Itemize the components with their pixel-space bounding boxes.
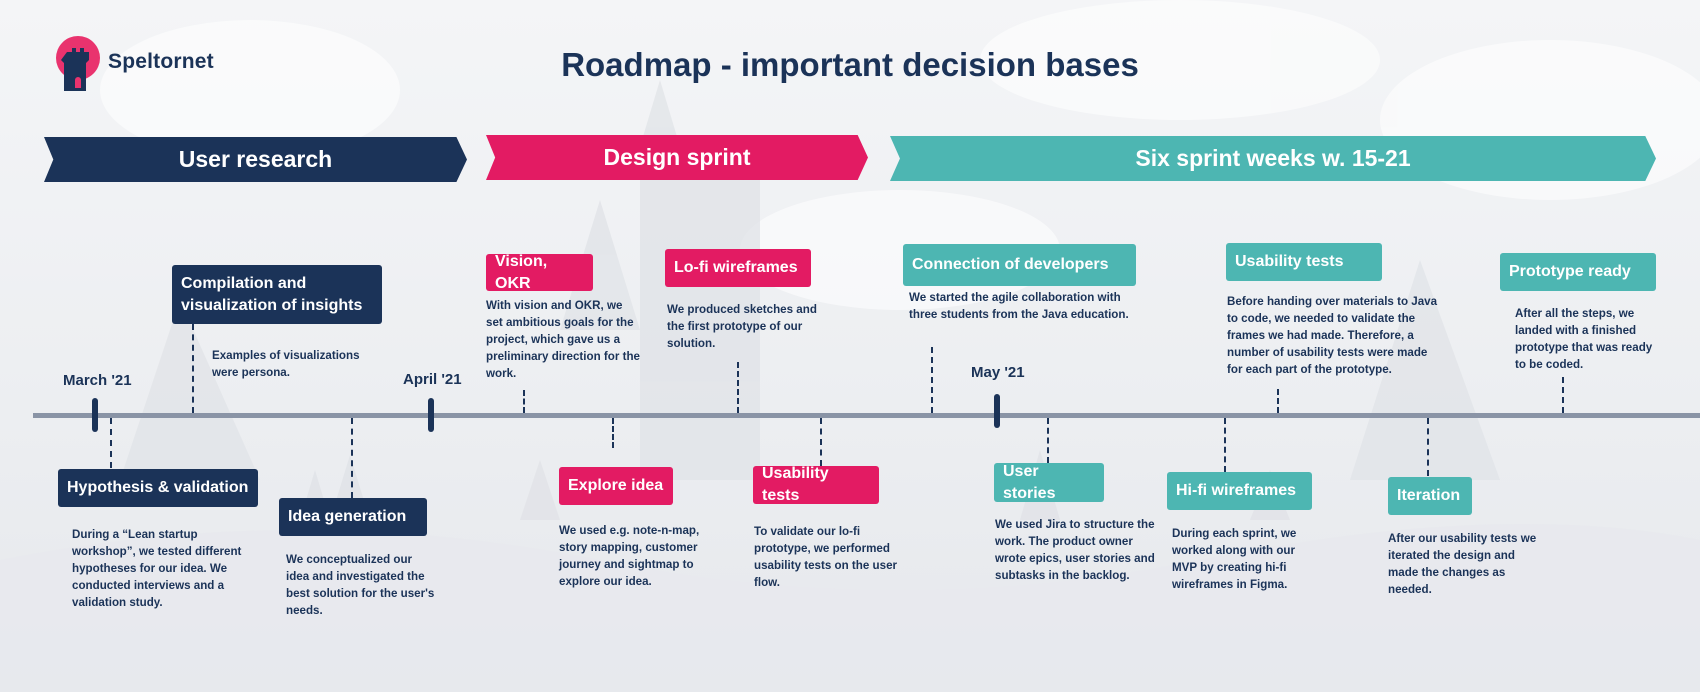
month-may: May '21 (971, 364, 1025, 381)
desc-explore: We used e.g. note-n-map, story mapping, … (559, 524, 700, 588)
desc-prototype: After all the steps, we landed with a fi… (1515, 307, 1653, 371)
connector-usability1 (820, 418, 822, 466)
tick-may (994, 394, 1000, 428)
label-hypothesis: Hypothesis & validation (58, 469, 258, 507)
phase-design-sprint: Design sprint (486, 135, 868, 180)
connector-lofi (737, 362, 739, 413)
desc-idea-generation: We conceptualized our idea and investiga… (286, 553, 435, 617)
label-explore: Explore idea (559, 467, 673, 505)
label-user-stories: User stories (994, 463, 1104, 502)
connector-vision (523, 390, 525, 413)
month-april: April '21 (403, 371, 462, 388)
connector-idea-generation (351, 418, 353, 498)
tick-march (92, 398, 98, 432)
month-march: March '21 (63, 372, 132, 389)
label-vision: Vision, OKR (486, 253, 593, 292)
label-usability1: Usability tests (753, 465, 879, 504)
desc-compilation: Examples of visualizations were persona. (212, 349, 360, 379)
label-prototype: Prototype ready (1500, 253, 1656, 291)
connector-prototype (1562, 377, 1564, 413)
desc-lofi: We produced sketches and the first proto… (667, 303, 817, 350)
timeline-axis (33, 413, 1700, 418)
desc-usability1: To validate our lo-fi prototype, we perf… (754, 525, 898, 589)
label-usability2: Usability tests (1226, 243, 1382, 281)
phase-six-sprint-weeks: Six sprint weeks w. 15-21 (890, 136, 1656, 181)
phase-six-sprint-weeks-label: Six sprint weeks w. 15-21 (1135, 145, 1411, 171)
label-iteration: Iteration (1388, 477, 1472, 515)
phase-user-research-label: User research (178, 146, 333, 172)
connector-hypothesis (110, 418, 112, 468)
connector-compilation (192, 324, 194, 413)
desc-vision: With vision and OKR, we set ambitious go… (486, 299, 640, 380)
logo-name: Speltornet (108, 50, 214, 73)
page-title: Roadmap - important decision bases (561, 46, 1139, 83)
connector-usability2 (1277, 389, 1279, 413)
connector-iteration (1427, 418, 1429, 476)
logo: Speltornet (54, 36, 214, 92)
connector-developers (931, 347, 933, 413)
connector-hifi (1224, 418, 1226, 472)
desc-hifi: During each sprint, we worked along with… (1172, 527, 1297, 591)
desc-developers: We started the agile collaboration with … (909, 291, 1129, 321)
desc-hypothesis: During a “Lean startup workshop”, we tes… (72, 528, 242, 609)
label-developers: Connection of developers (903, 244, 1136, 286)
desc-user-stories: We used Jira to structure the work. The … (995, 518, 1155, 582)
connector-explore (612, 418, 614, 448)
label-compilation: Compilation and visualization of insight… (172, 265, 382, 324)
label-lofi: Lo-fi wireframes (665, 249, 811, 287)
connector-user-stories (1047, 418, 1049, 463)
tick-april (428, 398, 434, 432)
label-idea-generation: Idea generation (279, 498, 427, 536)
phase-user-research: User research (44, 137, 467, 182)
phase-design-sprint-label: Design sprint (603, 144, 751, 170)
label-hifi: Hi-fi wireframes (1167, 472, 1312, 510)
tower-icon (56, 36, 100, 91)
desc-usability2: Before handing over materials to Java to… (1227, 295, 1438, 376)
desc-iteration: After our usability tests we iterated th… (1388, 532, 1537, 596)
